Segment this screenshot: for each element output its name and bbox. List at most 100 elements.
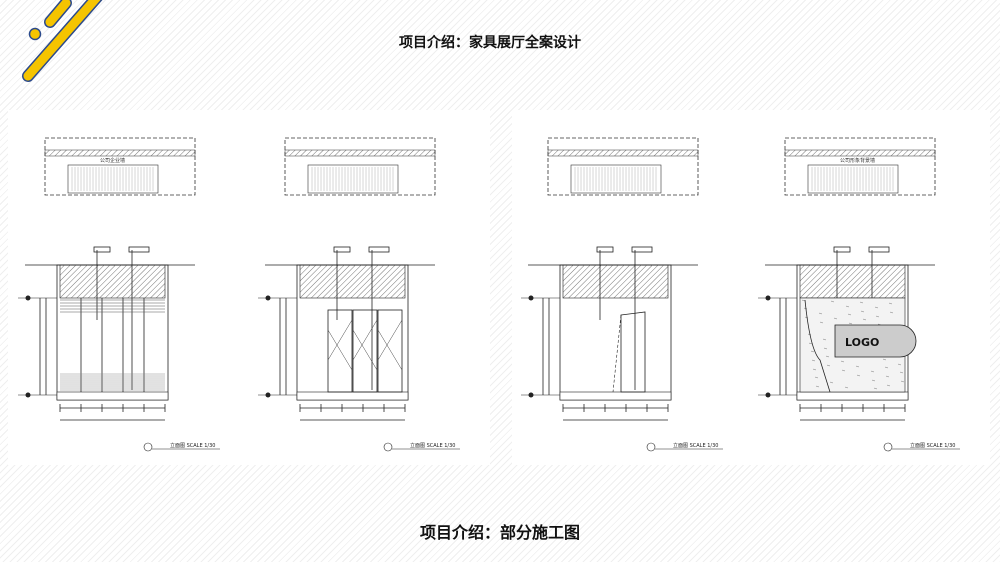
stone-texture xyxy=(841,369,846,372)
tag xyxy=(368,246,390,253)
stone-texture xyxy=(862,318,867,321)
stone-texture xyxy=(875,315,880,318)
plan-label: 公司形象背景墙 xyxy=(840,157,875,164)
scale-label: 立面图 SCALE 1/30 xyxy=(170,442,215,449)
plan-outline xyxy=(284,137,436,196)
tag xyxy=(833,246,851,253)
stone-texture xyxy=(823,347,828,350)
tag xyxy=(868,246,890,253)
glass-reflection xyxy=(327,329,353,371)
tag xyxy=(333,246,351,253)
stone-texture xyxy=(825,355,830,358)
stone-texture xyxy=(844,386,849,389)
stone-texture xyxy=(870,370,875,373)
stone-texture xyxy=(873,387,878,390)
stone-texture xyxy=(840,360,845,363)
section-title: 项目介绍：部分施工图 xyxy=(419,523,580,542)
stone-texture xyxy=(897,363,902,366)
floor-base xyxy=(296,391,409,401)
stone-texture xyxy=(889,311,894,314)
elevation-drawing-3: 立面图 SCALE 1/30 xyxy=(521,137,723,452)
stone-texture xyxy=(815,385,820,388)
glass-reflection xyxy=(377,329,403,371)
scale-label: 立面图 SCALE 1/30 xyxy=(410,442,455,449)
stone-texture xyxy=(888,302,893,305)
stone-texture xyxy=(829,381,834,384)
ceiling-hatch xyxy=(799,264,906,299)
stone-texture xyxy=(808,342,813,345)
stone-texture xyxy=(812,368,817,371)
tag xyxy=(596,246,614,253)
stone-texture xyxy=(899,371,904,374)
stone-texture xyxy=(847,313,852,316)
door-panel xyxy=(620,311,646,393)
stone-texture xyxy=(886,384,891,387)
ceiling-hatch xyxy=(562,264,669,299)
section-marker xyxy=(883,442,893,452)
plan-label: 公司企业墙 xyxy=(100,157,125,164)
glass-reflection xyxy=(377,319,403,361)
floor-base xyxy=(56,391,169,401)
stone-texture xyxy=(801,299,806,302)
logo-text: LOGO xyxy=(845,336,879,349)
glass-door xyxy=(352,309,378,393)
ceiling-hatch xyxy=(299,264,406,299)
plan-outline xyxy=(44,137,196,196)
decorative-stripes-logo xyxy=(22,0,103,82)
glass-reflection xyxy=(327,319,353,361)
glass-door xyxy=(327,309,353,393)
stone-texture xyxy=(833,317,838,320)
stone-texture xyxy=(860,310,865,313)
section-marker xyxy=(646,442,656,452)
stone-texture xyxy=(819,321,824,324)
glass-door xyxy=(377,309,403,393)
stone-texture xyxy=(874,306,879,309)
stone-texture xyxy=(818,312,823,315)
stone-texture xyxy=(803,307,808,310)
elevation-drawing-2: 立面图 SCALE 1/30 xyxy=(258,137,460,452)
page-title: 项目介绍：家具展厅全案设计 xyxy=(399,35,581,51)
tag xyxy=(631,246,653,253)
plan-outline xyxy=(784,137,936,196)
stone-texture xyxy=(810,350,815,353)
floor-base xyxy=(559,391,672,401)
stone-texture xyxy=(871,379,876,382)
section-marker xyxy=(383,442,393,452)
section-marker xyxy=(143,442,153,452)
stone-texture xyxy=(848,322,853,325)
door-swing xyxy=(612,314,622,393)
stone-texture xyxy=(811,359,816,362)
tag xyxy=(128,246,150,253)
stone-texture xyxy=(900,380,905,383)
ceiling-hatch xyxy=(59,264,166,299)
plan-furniture xyxy=(67,164,159,194)
plan-wall xyxy=(44,149,196,157)
plan-furniture xyxy=(307,164,399,194)
plan-outline xyxy=(547,137,699,196)
elevation-drawing-4: 公司形象背景墙 LOGO 立面图 SCALE 1/30 xyxy=(758,137,960,452)
plan-wall xyxy=(784,149,936,157)
stone-texture xyxy=(885,375,890,378)
stone-texture xyxy=(845,305,850,308)
stone-texture xyxy=(882,358,887,361)
plan-furniture xyxy=(570,164,662,194)
stone-texture xyxy=(822,338,827,341)
stone-texture xyxy=(856,374,861,377)
tag xyxy=(93,246,111,253)
plan-wall xyxy=(284,149,436,157)
scale-label: 立面图 SCALE 1/30 xyxy=(910,442,955,449)
stone-texture xyxy=(826,364,831,367)
stone-texture xyxy=(855,365,860,368)
glass-reflection xyxy=(352,319,378,361)
glass-reflection xyxy=(352,329,378,371)
plan-wall xyxy=(547,149,699,157)
wall-curve xyxy=(804,299,831,393)
stone-texture xyxy=(807,333,812,336)
floor-base xyxy=(796,391,909,401)
stone-texture xyxy=(814,376,819,379)
stone-texture xyxy=(859,301,864,304)
stone-texture xyxy=(830,300,835,303)
plan-furniture xyxy=(807,164,899,194)
scale-label: 立面图 SCALE 1/30 xyxy=(673,442,718,449)
